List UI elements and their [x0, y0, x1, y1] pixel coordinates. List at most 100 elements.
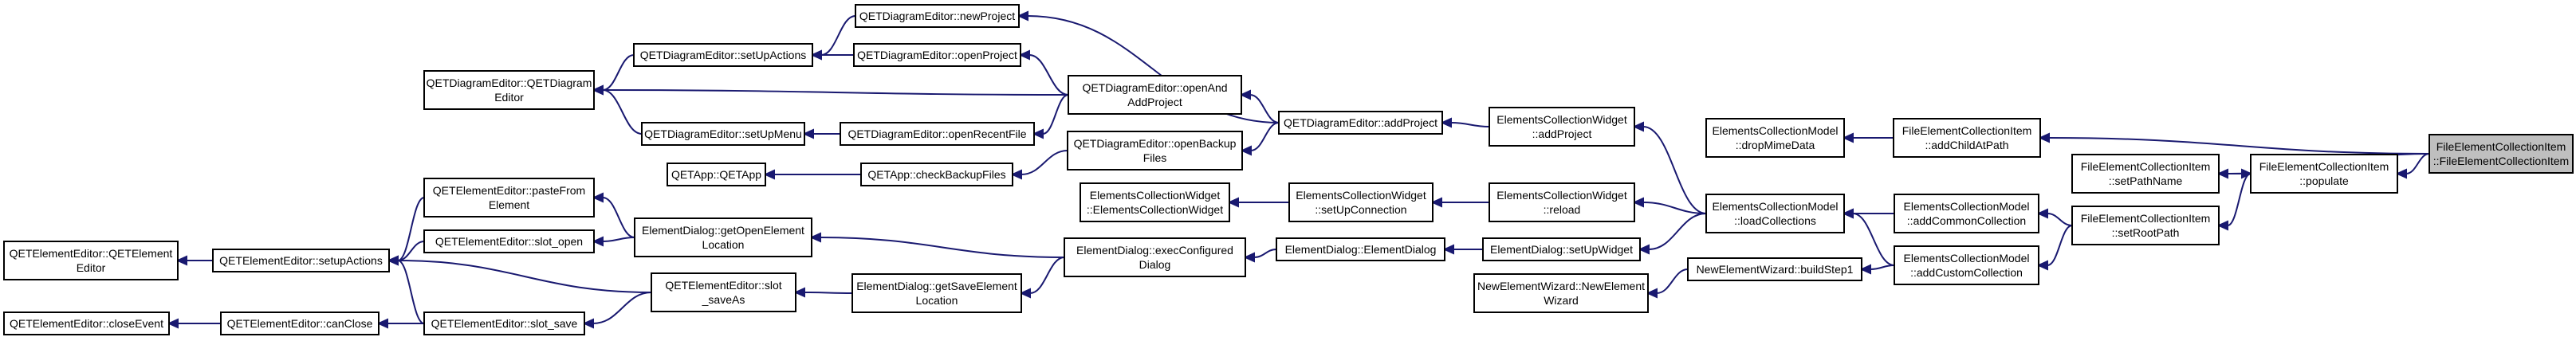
function-node[interactable]: ElementsCollectionWidget::setUpConnectio… [1288, 182, 1434, 222]
function-node[interactable]: QETDiagramEditor::addProject [1278, 111, 1443, 135]
arrow-head [763, 169, 775, 180]
function-node[interactable]: QETApp::QETApp [667, 163, 766, 186]
node-label-line: Files [1143, 151, 1167, 164]
function-node[interactable]: QETElementEditor::slot_save [423, 312, 585, 335]
node-label-line: ElementsCollectionWidget [1296, 189, 1426, 202]
node-label-line: QETApp::checkBackupFiles [867, 168, 1005, 181]
root-function-node[interactable]: FileElementCollectionItem::FileElementCo… [2429, 134, 2574, 174]
function-node[interactable]: ElementsCollectionModel::dropMimeData [1705, 118, 1845, 158]
node-label-line: Location [702, 238, 745, 251]
function-node[interactable]: QETDiagramEditor::setUpActions [633, 43, 813, 67]
function-node[interactable]: QETElementEditor::slot_open [423, 229, 595, 253]
node-label-line: QETDiagramEditor::addProject [1284, 116, 1437, 129]
edge-line [602, 237, 635, 242]
function-node[interactable]: ElementsCollectionWidget::ElementsCollec… [1080, 182, 1230, 222]
node-box [423, 229, 595, 253]
node-label-line: ElementDialog::ElementDialog [1285, 243, 1437, 256]
function-node[interactable]: QETDiagramEditor::openRecentFile [840, 122, 1035, 146]
node-label-line: _saveAs [702, 293, 745, 306]
node-label-line: ::setPathName [2109, 174, 2183, 187]
function-node[interactable]: QETDiagramEditor::openProject [853, 43, 1021, 67]
node-label-line: ::addCustomCollection [1910, 266, 2023, 279]
node-box [3, 241, 179, 280]
function-node[interactable]: QETElementEditor::setupActions [212, 249, 390, 272]
edge-line [2405, 153, 2430, 174]
node-label-line: FileElementCollectionItem [2259, 160, 2389, 173]
node-label-line: ::setUpConnection [1315, 203, 1406, 216]
function-node[interactable]: ElementsCollectionModel::loadCollections [1705, 194, 1845, 233]
call-edge [387, 255, 425, 324]
call-edge [2395, 153, 2430, 179]
function-node[interactable]: QETElementEditor::closeEvent [3, 312, 170, 335]
function-node[interactable]: QETElementEditor::canClose [220, 312, 380, 335]
node-label-line: Dialog [1139, 258, 1171, 271]
node-box [2071, 154, 2220, 194]
function-node[interactable]: QETApp::checkBackupFiles [860, 163, 1013, 186]
function-node[interactable]: ElementDialog::ElementDialog [1276, 237, 1445, 261]
edge-line [804, 292, 853, 294]
call-edge [167, 318, 221, 329]
function-node[interactable]: ElementsCollectionWidget::reload [1489, 182, 1635, 222]
arrow-head [1032, 128, 1044, 139]
node-label-line: ElementDialog::getOpenElement [642, 224, 804, 237]
function-node[interactable]: FileElementCollectionItem::addChildAtPat… [1893, 118, 2041, 158]
function-node[interactable]: NewElementWizard::buildStep1 [1687, 257, 1862, 281]
function-node[interactable]: QETDiagramEditor::setUpMenu [641, 122, 805, 146]
function-node[interactable]: QETElementEditor::slot_saveAs [651, 272, 796, 312]
node-layer: QETDiagramEditor::QETDiagramEditorQETApp… [3, 4, 2574, 335]
node-label-line: NewElementWizard::NewElement [1477, 280, 1645, 292]
edge-line [2047, 213, 2073, 226]
call-edge [376, 318, 424, 329]
node-box [855, 4, 1020, 28]
function-node[interactable]: ElementsCollectionModel::addCustomCollec… [1894, 245, 2039, 285]
arrow-head [1638, 244, 1650, 255]
edge-line [1042, 94, 1069, 135]
function-node[interactable]: QETElementEditor::QETElementEditor [3, 241, 179, 280]
node-box [1080, 182, 1230, 222]
function-node[interactable]: ElementsCollectionWidget::addProject [1489, 107, 1635, 147]
call-edge [387, 197, 425, 266]
node-label-line: QETDiagramEditor::newProject [859, 10, 1015, 22]
node-label-line: QETDiagramEditor::openProject [857, 49, 1017, 61]
node-box [860, 163, 1013, 186]
node-label-line: ::FileElementCollectionItem [2433, 155, 2569, 167]
call-edge [1032, 94, 1069, 139]
call-edge [1842, 132, 1894, 143]
edge-line [397, 197, 425, 261]
arrow-head [1646, 288, 1658, 299]
function-node[interactable]: FileElementCollectionItem::populate [2250, 154, 2398, 194]
edge-line [1249, 94, 1280, 123]
edge-line [1021, 150, 1068, 175]
node-label-line: ElementsCollectionWidget [1090, 189, 1221, 202]
arrow-head [387, 255, 399, 266]
edge-line [397, 260, 425, 324]
function-node[interactable]: QETDiagramEditor::newProject [855, 4, 1020, 28]
edge-line [1029, 257, 1065, 294]
node-label-line: FileElementCollectionItem [2081, 160, 2211, 173]
node-label-line: ElementsCollectionModel [1904, 200, 2030, 213]
node-box [1482, 237, 1641, 261]
node-label-line: FileElementCollectionItem [1902, 124, 2032, 137]
function-node[interactable]: FileElementCollectionItem::setPathName [2071, 154, 2220, 194]
arrow-head [1017, 10, 1028, 22]
node-box [1278, 111, 1443, 135]
function-node[interactable]: NewElementWizard::NewElementWizard [1473, 273, 1649, 313]
arrow-head [1243, 252, 1255, 263]
function-node[interactable]: QETDiagramEditor::QETDiagramEditor [423, 70, 595, 110]
node-box [667, 163, 766, 186]
node-label-line: QETElementEditor::slot_open [435, 235, 583, 248]
call-edge [1859, 264, 1895, 275]
function-node[interactable]: ElementDialog::setUpWidget [1482, 237, 1641, 261]
function-node[interactable]: FileElementCollectionItem::setRootPath [2071, 206, 2220, 245]
arrow-head [1227, 197, 1239, 208]
node-label-line: QETElementEditor::slot_save [431, 317, 578, 330]
function-node[interactable]: ElementsCollectionModel::addCommonCollec… [1894, 194, 2039, 233]
node-label-line: ::addProject [1532, 127, 1592, 140]
arrow-head [1430, 197, 1442, 208]
